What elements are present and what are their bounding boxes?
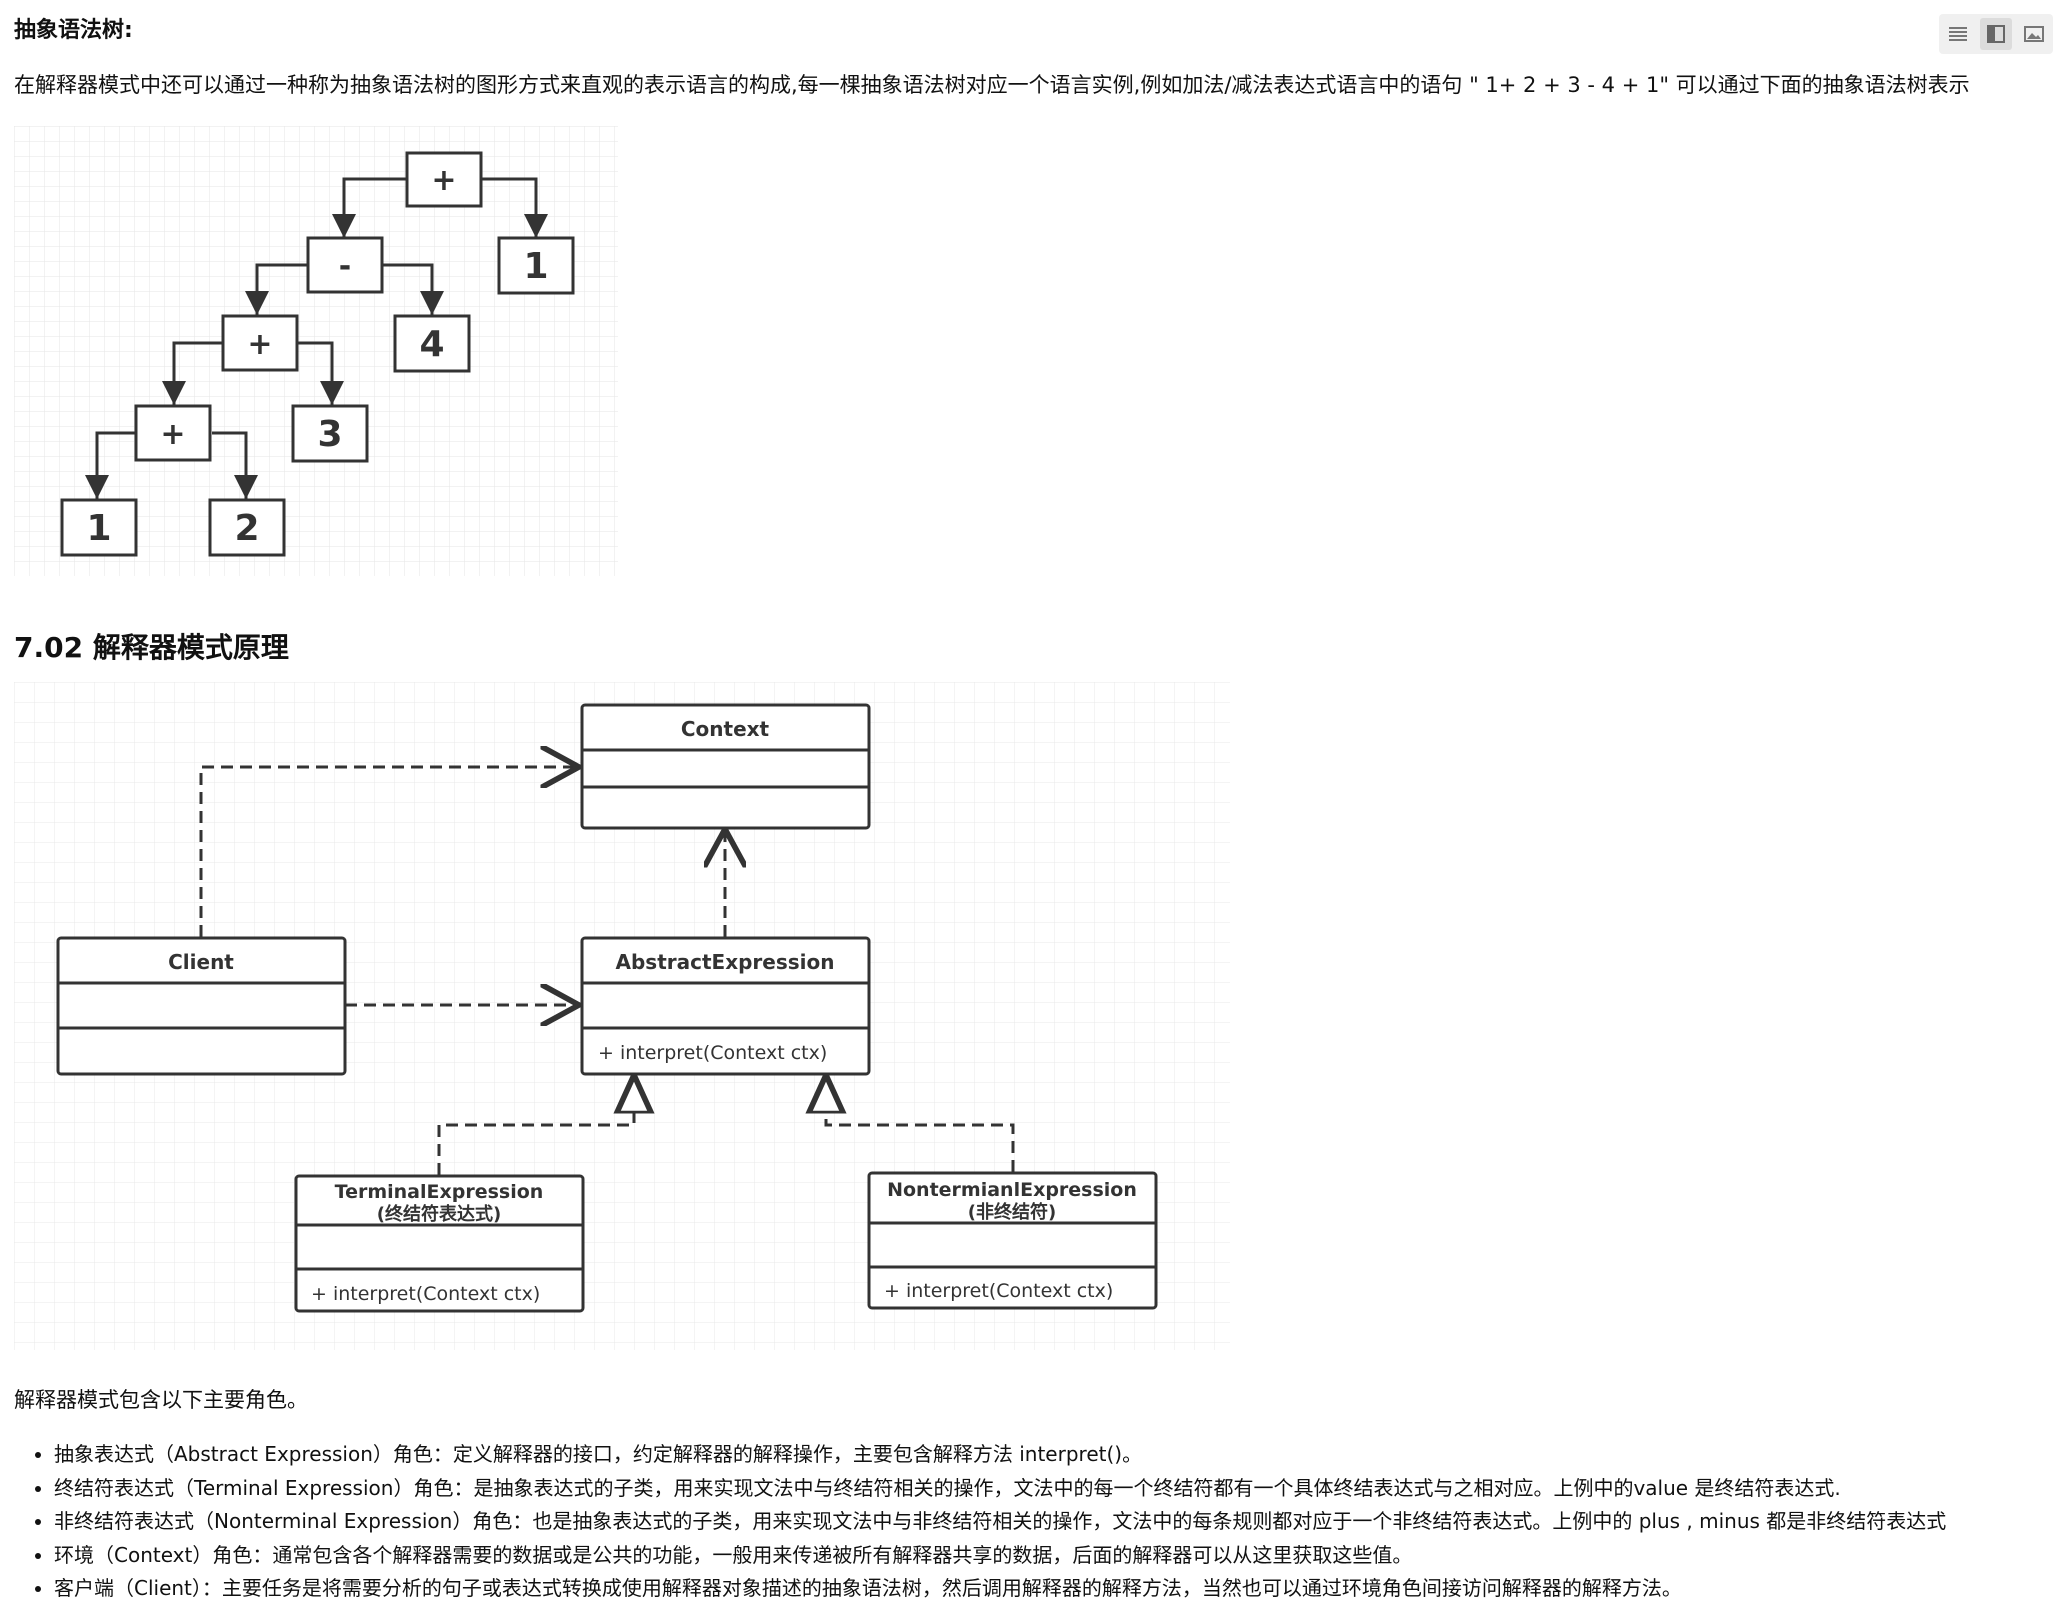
tree-label: +	[247, 327, 272, 362]
tree-node-minus	[306, 236, 384, 294]
abstract-expression-class-name: AbstractExpression	[616, 950, 835, 974]
terminal-expression-cn-name: (终结符表达式)	[377, 1203, 501, 1225]
context-class: Context	[580, 703, 871, 830]
uml-class-diagram: Context Client AbstractExpression + inte…	[14, 682, 1230, 1350]
nonterminal-expression-class: NontermianlExpression (非终结符) + interpret…	[867, 1171, 1158, 1310]
image-view-button[interactable]	[2018, 18, 2050, 50]
section-title: 7.02 解释器模式原理	[14, 631, 289, 664]
tree-label: 3	[317, 414, 342, 455]
roles-list: 抽象表达式（Abstract Expression）角色：定义解释器的接口，约定…	[28, 1438, 2067, 1606]
tree-node-3	[291, 404, 369, 463]
tree-label: 1	[86, 508, 111, 549]
tree-node-plus-mid	[221, 314, 299, 372]
terminal-expression-class: TerminalExpression (终结符表达式) + interpret(…	[294, 1174, 585, 1313]
view-toolbar	[1939, 14, 2053, 54]
list-item: 终结符表达式（Terminal Expression）角色：是抽象表达式的子类，…	[54, 1472, 2067, 1506]
tree-node-plus-root	[405, 151, 483, 208]
tree-label: -	[339, 249, 351, 284]
abstract-expression-class: AbstractExpression + interpret(Context c…	[580, 936, 871, 1076]
terminal-expression-method: + interpret(Context ctx)	[311, 1283, 540, 1305]
client-class: Client	[56, 936, 347, 1076]
tree-label: +	[160, 417, 185, 452]
list-item: 非终结符表达式（Nonterminal Expression）角色：也是抽象表达…	[54, 1505, 2067, 1539]
tree-label: 4	[419, 324, 444, 365]
nonterminal-expression-class-name: NontermianlExpression	[887, 1179, 1137, 1201]
terminal-expression-class-name: TerminalExpression	[335, 1181, 544, 1203]
list-item: 客户端（Client）：主要任务是将需要分析的句子或表达式转换成使用解释器对象描…	[54, 1572, 2067, 1606]
list-icon	[1949, 27, 1967, 41]
tree-node-4	[393, 314, 471, 373]
tree-node-1-right	[497, 236, 575, 295]
intro-paragraph: 在解释器模式中还可以通过一种称为抽象语法树的图形方式来直观的表示语言的构成,每一…	[14, 73, 1970, 97]
tree-label: 2	[234, 508, 259, 549]
ast-heading: 抽象语法树:	[14, 18, 133, 43]
client-class-name: Client	[168, 950, 234, 974]
list-item: 抽象表达式（Abstract Expression）角色：定义解释器的接口，约定…	[54, 1438, 2067, 1472]
split-view-button[interactable]	[1980, 18, 2012, 50]
abstract-expression-method: + interpret(Context ctx)	[598, 1042, 827, 1064]
nonterminal-expression-cn-name: (非终结符)	[968, 1201, 1056, 1223]
list-item: 环境（Context）角色：通常包含各个解释器需要的数据或是公共的功能，一般用来…	[54, 1539, 2067, 1573]
tree-node-2	[208, 498, 286, 557]
image-icon	[2024, 26, 2044, 42]
roles-intro: 解释器模式包含以下主要角色。	[14, 1388, 308, 1412]
tree-label: +	[431, 163, 456, 198]
list-view-button[interactable]	[1942, 18, 1974, 50]
tree-node-1-left	[60, 498, 138, 557]
nonterminal-expression-method: + interpret(Context ctx)	[884, 1280, 1113, 1302]
tree-node-plus-low	[134, 404, 212, 462]
split-view-icon	[1987, 25, 2005, 43]
tree-label: 1	[523, 246, 548, 287]
ast-diagram: + - 1 + 4 + 3 1 2	[14, 126, 618, 576]
context-class-name: Context	[681, 717, 770, 741]
